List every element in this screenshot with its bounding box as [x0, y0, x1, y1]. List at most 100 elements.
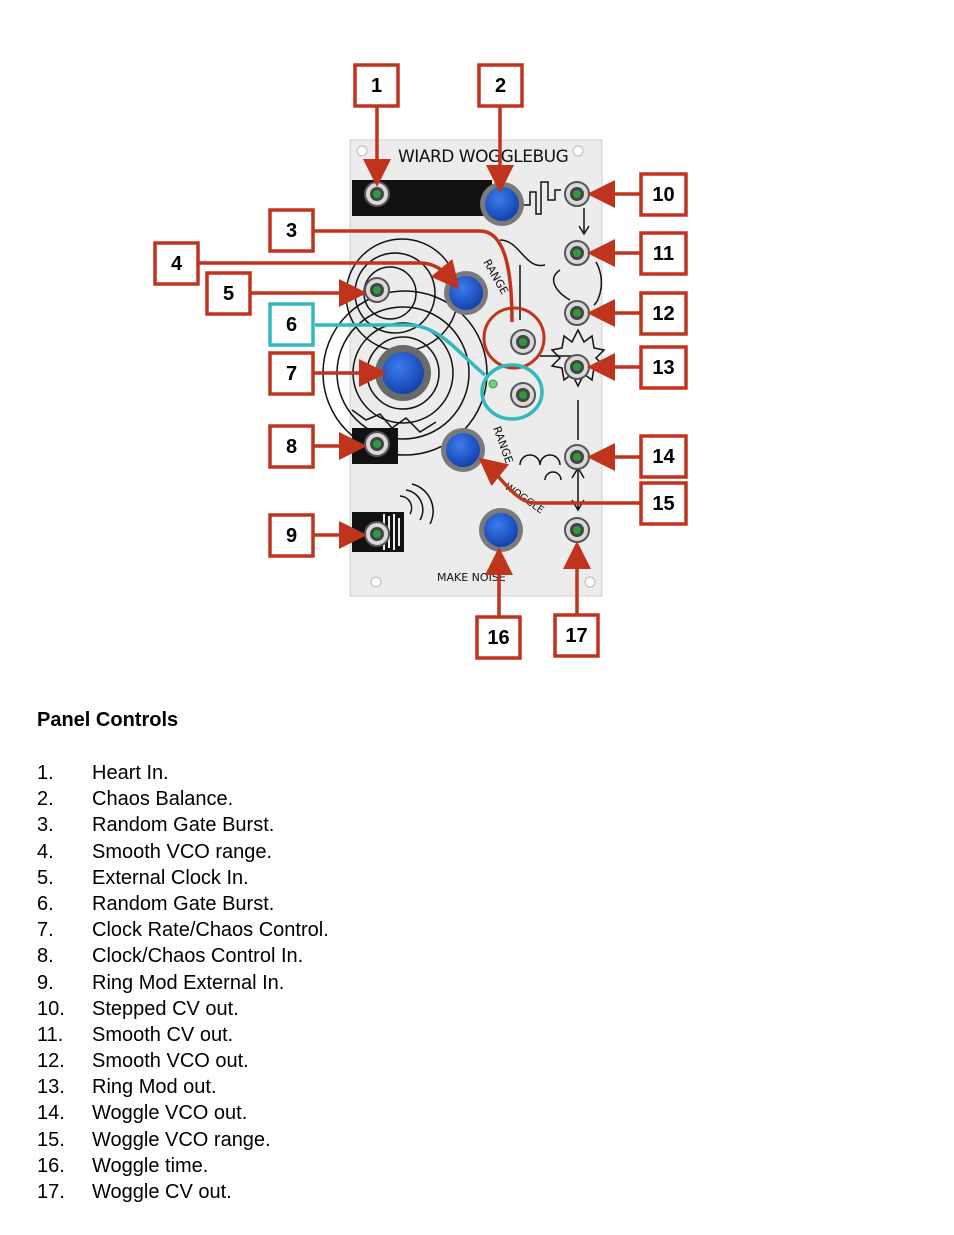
- jack-12-smooth-vco-out[interactable]: [564, 300, 590, 326]
- callout-1: 1: [353, 63, 400, 108]
- svg-text:6: 6: [286, 314, 297, 336]
- panel-title: WIARD WOGGLEBUG: [398, 147, 568, 167]
- knobs: [375, 182, 524, 552]
- control-number: 15.: [37, 1128, 65, 1151]
- jacks: [364, 181, 590, 547]
- control-number: 16.: [37, 1154, 65, 1177]
- led-indicator: [488, 379, 498, 389]
- control-item: 12.Smooth VCO out.: [37, 1048, 329, 1074]
- control-label: Ring Mod out.: [92, 1076, 217, 1099]
- svg-text:17: 17: [565, 625, 587, 647]
- svg-text:7: 7: [286, 363, 297, 385]
- callout-17: 17: [553, 613, 600, 658]
- jack-14-woggle-vco-out[interactable]: [564, 444, 590, 470]
- jack-9-ring-mod-external-in[interactable]: [364, 521, 390, 547]
- module-panel: WIARD WOGGLEBUG RANGE RANGE WOGGLE: [322, 139, 606, 597]
- jack-3-random-gate-burst[interactable]: [510, 329, 536, 355]
- callout-5: 5: [205, 271, 252, 316]
- jack-17-woggle-cv-out[interactable]: [564, 517, 590, 543]
- svg-text:10: 10: [652, 184, 674, 206]
- control-number: 11.: [37, 1023, 64, 1046]
- control-item: 16.Woggle time.: [37, 1153, 329, 1179]
- control-item: 4. Smooth VCO range.: [37, 839, 329, 865]
- control-number: 6.: [37, 892, 54, 915]
- callout-4: 4: [153, 241, 200, 286]
- highlight-ring-6: [315, 323, 544, 421]
- callout-12: 12: [639, 291, 688, 336]
- jack-10-stepped-cv-out[interactable]: [564, 181, 590, 207]
- jack-6-random-gate-burst[interactable]: [510, 382, 536, 408]
- control-label: External Clock In.: [92, 866, 249, 889]
- control-label: Heart In.: [92, 762, 169, 784]
- control-item: 15. Woggle VCO range.: [37, 1127, 329, 1153]
- control-item: 8. Clock/Chaos Control In.: [37, 943, 329, 969]
- control-label: Clock/Chaos Control In.: [92, 945, 304, 968]
- control-label: Random Gate Burst.: [92, 892, 275, 915]
- svg-text:8: 8: [286, 436, 297, 458]
- control-item: 2. Chaos Balance.: [37, 786, 329, 812]
- callout-7: 7: [268, 351, 315, 396]
- callout-arrows: [198, 106, 641, 617]
- svg-text:13: 13: [652, 357, 674, 379]
- knob-15-woggle-vco-range[interactable]: [441, 428, 485, 472]
- knob-7-clock-rate-chaos-control[interactable]: [375, 345, 431, 401]
- control-number: 17.: [37, 1181, 65, 1203]
- control-number: 4.: [37, 840, 54, 863]
- control-number: 2.: [37, 788, 54, 811]
- control-label: Chaos Balance.: [92, 788, 234, 811]
- callout-6: 6: [268, 302, 315, 347]
- control-number: 3.: [37, 814, 54, 837]
- control-number: 1.: [37, 762, 54, 784]
- control-number: 14.: [37, 1102, 65, 1125]
- control-item: 17. Woggle CV out.: [37, 1179, 329, 1205]
- control-label: Random Gate Burst.: [92, 814, 275, 837]
- knob-16-woggle-time[interactable]: [479, 508, 523, 552]
- control-number: 5.: [37, 866, 54, 889]
- control-item: 5. External Clock In.: [37, 865, 329, 891]
- control-item: 9. Ring Mod External In.: [37, 970, 329, 996]
- callout-9: 9: [268, 513, 315, 558]
- callout-15: 15: [639, 481, 688, 526]
- callout-16: 16: [475, 615, 522, 660]
- control-label: Stepped CV out.: [92, 997, 239, 1020]
- control-number: 10.: [37, 997, 65, 1020]
- section-title: Panel Controls: [37, 709, 179, 731]
- control-number: 8.: [37, 945, 54, 968]
- control-number: 13.: [37, 1076, 65, 1099]
- callout-10: 10: [639, 172, 688, 217]
- svg-text:16: 16: [487, 627, 509, 649]
- control-item: 10. Stepped CV out.: [37, 996, 329, 1022]
- svg-text:14: 14: [652, 446, 675, 468]
- callout-2: 2: [477, 63, 524, 108]
- control-item: 7.Clock Rate/Chaos Control.: [37, 917, 329, 943]
- control-label: Clock Rate/Chaos Control.: [92, 919, 329, 942]
- controls-list: 1. Heart In. 2. Chaos Balance. 3. Random Ga…: [37, 760, 329, 1205]
- svg-text:12: 12: [652, 303, 674, 325]
- jack-8-clock-chaos-control-in[interactable]: [364, 431, 390, 457]
- control-label: Smooth VCO range.: [92, 840, 273, 863]
- callout-14: 14: [639, 434, 688, 479]
- svg-text:5: 5: [223, 283, 234, 305]
- callout-13: 13: [639, 345, 688, 390]
- control-item: 11. Smooth CV out.: [37, 1022, 329, 1048]
- control-label: Ring Mod External In.: [92, 971, 285, 994]
- control-label: Woggle VCO range.: [92, 1128, 271, 1151]
- control-number: 9.: [37, 971, 54, 994]
- callout-11: 11: [639, 231, 688, 276]
- control-item: 14. Woggle VCO out.: [37, 1100, 329, 1126]
- control-item: 6. Random Gate Burst.: [37, 891, 329, 917]
- svg-text:4: 4: [171, 253, 183, 275]
- jack-1-heart-in[interactable]: [364, 181, 390, 207]
- jack-11-smooth-cv-out[interactable]: [564, 240, 590, 266]
- knob-2-chaos-balance[interactable]: [480, 182, 524, 226]
- svg-text:3: 3: [286, 220, 297, 242]
- jack-5-external-clock-in[interactable]: [364, 277, 390, 303]
- control-item: 3. Random Gate Burst.: [37, 812, 329, 838]
- svg-text:2: 2: [495, 75, 506, 97]
- control-label: Woggle VCO out.: [92, 1102, 248, 1125]
- control-label: Smooth CV out.: [92, 1023, 234, 1046]
- callout-8: 8: [268, 424, 315, 469]
- control-label: Woggle CV out.: [92, 1181, 232, 1203]
- control-item: 1. Heart In.: [37, 760, 329, 786]
- jack-13-ring-mod-out[interactable]: [564, 354, 590, 380]
